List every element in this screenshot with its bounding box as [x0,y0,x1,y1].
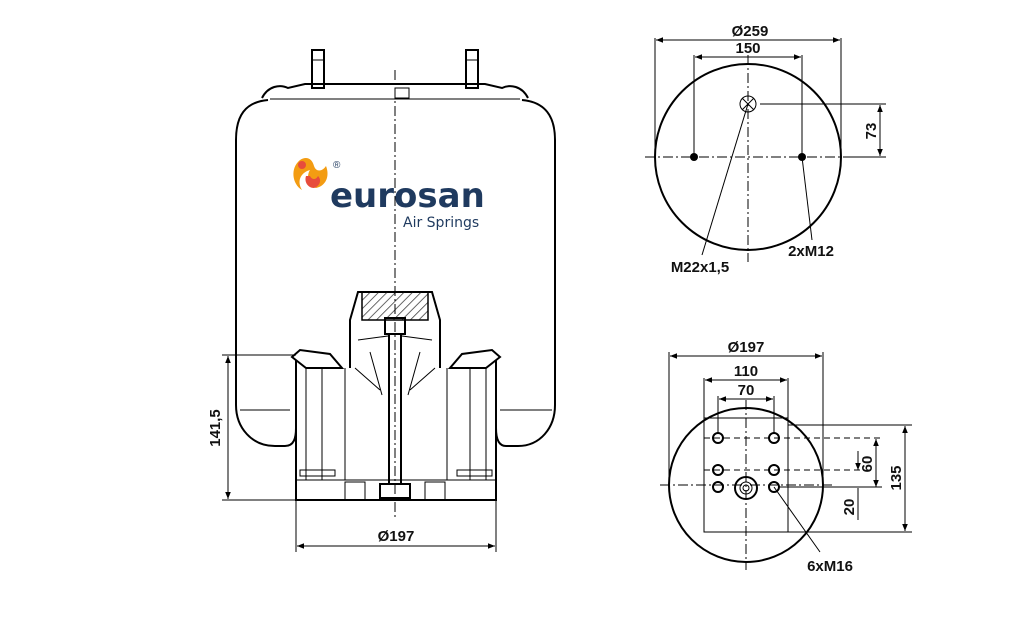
brand-tagline: Air Springs [403,215,479,231]
holes-label: 6xM16 [807,558,853,575]
dim-base-diameter-label: Ø197 [378,528,415,545]
rubber-bellow [235,99,556,447]
dim-height: 141,5 [207,354,296,501]
dim-height-20-label: 20 [841,499,858,516]
top-stud-left [311,49,325,89]
piston [290,291,502,501]
dim-bottom-diameter-label: Ø197 [728,339,765,356]
top-stud-right [465,49,479,89]
bottom-view: Ø197 110 70 135 60 20 6xM16 [660,339,912,575]
top-view: Ø259 150 73 M22x1,5 2xM12 [645,23,886,276]
dim-outer-spacing-label: 110 [734,363,758,380]
hole-5 [712,481,724,493]
dim-offset-label: 73 [863,123,880,140]
hole-4 [768,464,780,476]
brand-logo: ® eurosan Air Springs [293,158,485,231]
dim-inner-spacing-label: 70 [738,382,755,399]
dim-height-60-label: 60 [859,456,876,473]
side-view: ® eurosan Air Springs 141,5 Ø197 [207,49,556,552]
studs-label: 2xM12 [788,243,834,260]
dim-bolt-spacing-label: 150 [735,40,760,57]
dim-top-diameter-label: Ø259 [732,23,769,40]
center-boss [734,476,758,500]
brand-name: eurosan [330,176,485,216]
center-thread-hole [739,95,757,113]
dim-height-label: 141,5 [207,409,224,447]
hole-3 [712,464,724,476]
dim-height-135-label: 135 [888,465,905,490]
registered-mark: ® [333,160,341,171]
dim-base-diameter: Ø197 [295,500,497,552]
flame-icon [293,158,328,190]
hole-6 [768,481,780,493]
center-thread-label: M22x1,5 [671,259,729,276]
